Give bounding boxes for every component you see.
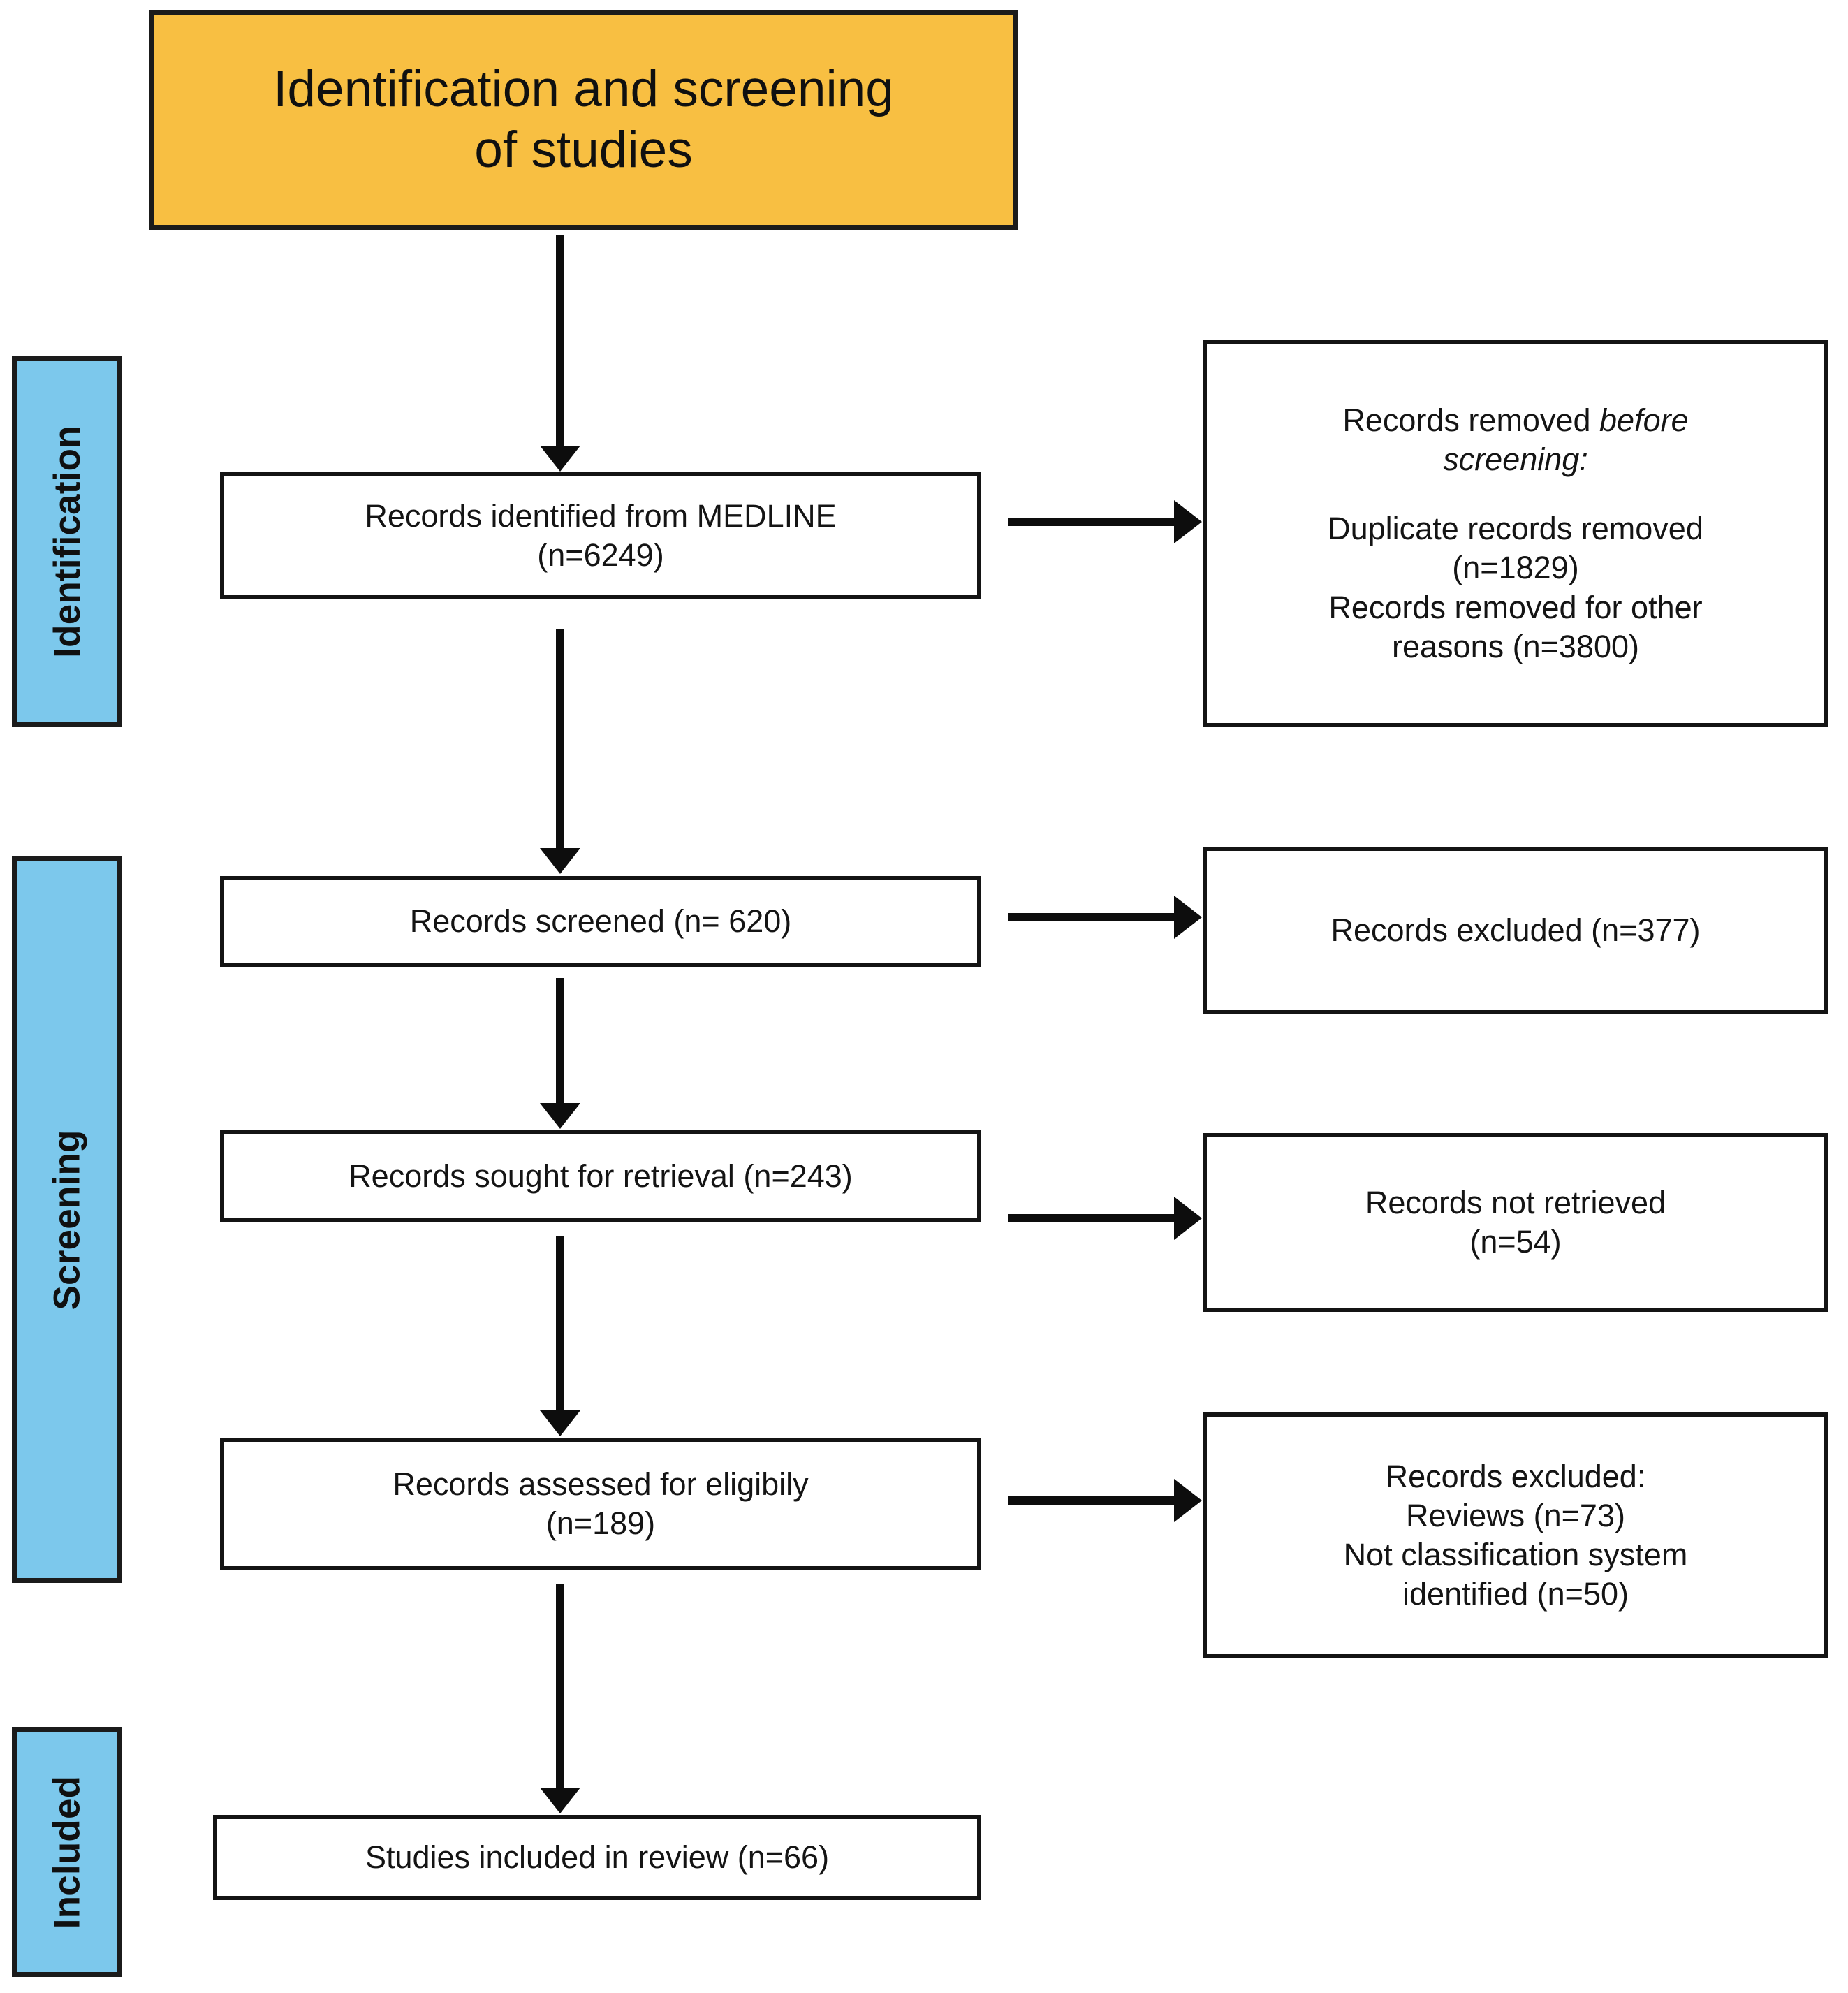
stage-label-screening-text: Screening <box>46 1129 88 1311</box>
box-records-excluded-screened: Records excluded (n=377) <box>1203 847 1828 1014</box>
box-records-not-retrieved: Records not retrieved (n=54) <box>1203 1133 1828 1312</box>
box-records-identified-line1: Records identified from MEDLINE <box>365 497 837 534</box>
arrow-assessed-to-included <box>556 1584 564 1790</box>
arrow-identified-to-removed-before-screening <box>1008 518 1175 526</box>
removed-before-screening-head-italic2: screening: <box>1443 441 1588 478</box>
box-records-identified: Records identified from MEDLINE (n=6249) <box>220 472 981 599</box>
box-records-screened-line1: Records screened (n= 620) <box>409 903 792 939</box>
records-not-retrieved-line2: (n=54) <box>1469 1224 1562 1260</box>
stage-label-included-text: Included <box>46 1775 88 1929</box>
removed-before-screening-line-c: Records removed for other <box>1328 589 1703 625</box>
box-records-assessed-line2: (n=189) <box>545 1505 656 1541</box>
arrow-header-to-records-identified <box>556 235 564 448</box>
removed-before-screening-head-plain: Records removed <box>1342 402 1600 438</box>
stage-label-included: Included <box>12 1727 122 1977</box>
records-excluded-eligibility-line1: Records excluded: <box>1385 1458 1646 1494</box>
box-records-sought-line1: Records sought for retrieval (n=243) <box>349 1158 853 1194</box>
removed-before-screening-line-a: Duplicate records removed <box>1328 511 1703 547</box>
box-records-sought-for-retrieval: Records sought for retrieval (n=243) <box>220 1130 981 1222</box>
box-records-identified-line2: (n=6249) <box>537 537 664 573</box>
arrow-screened-to-excluded <box>1008 913 1175 921</box>
records-excluded-screened-line1: Records excluded (n=377) <box>1330 912 1701 948</box>
records-excluded-eligibility-line3: Not classification system <box>1343 1537 1688 1572</box>
records-excluded-eligibility-line4: identified (n=50) <box>1402 1576 1629 1612</box>
removed-before-screening-head-italic1: before <box>1599 402 1689 438</box>
box-records-screened: Records screened (n= 620) <box>220 876 981 967</box>
removed-before-screening-line-d: reasons (n=3800) <box>1392 628 1639 664</box>
removed-before-screening-head-line1: Records removed before <box>1217 401 1814 440</box>
box-records-assessed-line1: Records assessed for eligibily <box>393 1466 809 1502</box>
records-not-retrieved-line1: Records not retrieved <box>1365 1184 1666 1220</box>
stage-label-screening: Screening <box>12 856 122 1583</box>
box-studies-included-line1: Studies included in review (n=66) <box>365 1839 830 1875</box>
arrow-sought-to-assessed <box>556 1236 564 1412</box>
header-line-2: of studies <box>474 121 693 178</box>
box-records-removed-before-screening: Records removed before screening: Duplic… <box>1203 340 1828 727</box>
box-records-excluded-eligibility: Records excluded: Reviews (n=73) Not cla… <box>1203 1412 1828 1658</box>
diagram-header-banner: Identification and screening of studies <box>149 10 1018 230</box>
arrow-sought-to-not-retrieved <box>1008 1214 1175 1222</box>
header-line-1: Identification and screening <box>273 61 894 118</box>
arrow-identified-to-screened <box>556 629 564 850</box>
removed-before-screening-line-b: (n=1829) <box>1452 550 1579 586</box>
arrow-screened-to-sought <box>556 978 564 1105</box>
box-studies-included-in-review: Studies included in review (n=66) <box>213 1815 981 1900</box>
stage-label-identification: Identification <box>12 356 122 727</box>
stage-label-identification-text: Identification <box>46 425 88 658</box>
records-excluded-eligibility-line2: Reviews (n=73) <box>1406 1497 1625 1533</box>
box-records-assessed-for-eligibility: Records assessed for eligibily (n=189) <box>220 1438 981 1570</box>
arrow-assessed-to-excluded-eligibility <box>1008 1496 1175 1505</box>
